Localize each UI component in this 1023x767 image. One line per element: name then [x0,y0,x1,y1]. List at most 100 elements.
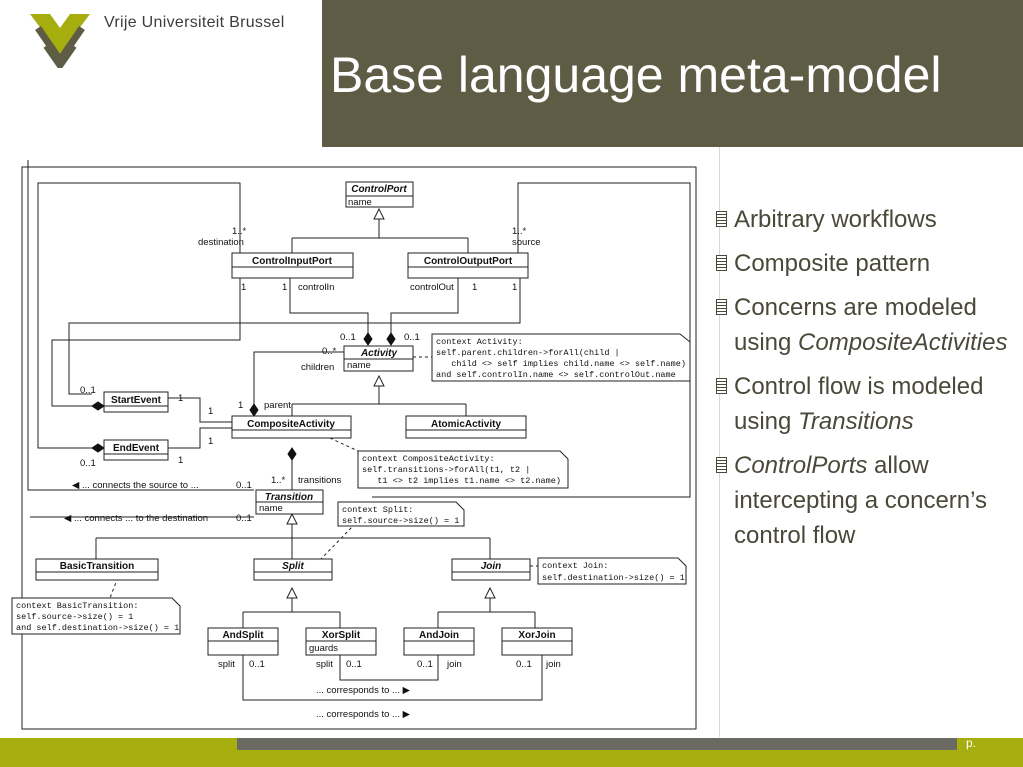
label-start-one-b: 1 [208,406,213,417]
label-start-zero-one: 0..1 [80,385,96,396]
label-corresponds-1: ... corresponds to ... ▶ [316,685,411,696]
basictransition-name: BasicTransition [60,561,134,572]
label-join-b: join [545,659,561,670]
label-parent-one: 1 [238,400,243,411]
controlport-attr: name [348,197,372,208]
note-split-line-1: context Split: [342,505,413,515]
transition-attr: name [259,503,283,514]
compositeactivity-name: CompositeActivity [247,419,335,430]
label-in-one-b: 1 [282,282,287,293]
bullet-marker-icon [716,211,727,227]
page-number: p. [966,736,977,750]
label-connects-source-mult: 0..1 [236,480,252,491]
label-control-in: controlIn [298,282,334,293]
bullet-list: Arbitrary workflows Composite pattern Co… [716,202,1021,562]
university-name: Vrije Universiteit Brussel [104,14,285,31]
label-dest-mult: 1..* [232,226,247,237]
content-divider [719,147,720,737]
note-composite-line-1: context CompositeActivity: [362,454,495,464]
label-destination: destination [198,237,244,248]
label-split-b-mult: 0..1 [346,659,362,670]
label-parent: parent [264,400,291,411]
bullet-marker-icon [716,457,727,473]
bullet-item: Arbitrary workflows [716,202,1021,237]
label-end-one: 1 [208,436,213,447]
note-basic-line-3: and self.destination->size() = 1 [16,623,179,633]
class-controlport [345,181,414,208]
label-connects-dest: ◀ ... connects ... to the destination [64,513,208,524]
xorsplit-attr: guards [309,643,338,654]
ocl-note-split [337,501,465,527]
xorjoin-name: XorJoin [518,630,555,641]
slide-title: Base language meta-model [330,47,942,103]
label-act-zero-one-a: 0..1 [340,332,356,343]
label-join-a-mult: 0..1 [417,659,433,670]
label-join-a: join [446,659,462,670]
note-activity-line-2: self.parent.children->forAll(child | [436,348,620,358]
note-activity-line-4: and self.controlIn.name <> self.controlO… [436,370,676,380]
bullet-text: allow intercepting a concern’s control f… [734,452,988,549]
label-control-out: controlOut [410,282,454,293]
label-children-mult: 0..* [322,346,337,357]
note-join-line-2: self.destination->size() = 1 [542,573,685,583]
endevent-name: EndEvent [113,443,160,454]
label-end-zero-one: 0..1 [80,458,96,469]
bullet-marker-icon [716,255,727,271]
label-transitions: transitions [298,475,342,486]
andjoin-name: AndJoin [419,630,459,641]
bullet-marker-icon [716,378,727,394]
transition-name: Transition [265,492,313,503]
bullet-text-italic: ControlPorts [734,452,868,479]
controloutputport-name: ControlOutputPort [424,256,513,267]
activity-name: Activity [360,348,398,359]
ocl-note-activity [431,333,691,382]
label-source: source [512,237,541,248]
ocl-note-basictransition [11,597,181,635]
bullet-item: Concerns are modeled using CompositeActi… [716,290,1021,360]
label-join-b-mult: 0..1 [516,659,532,670]
note-join-line-1: context Join: [542,561,608,571]
bullet-text: Control flow is modeled using [734,373,984,435]
activity-attr: name [347,360,371,371]
label-start-one: 1 [178,393,183,404]
footer-gray-bar [237,738,957,750]
bullet-text-italic: CompositeActivities [798,329,1008,356]
label-in-one-a: 1 [241,282,246,293]
note-basic-line-2: self.source->size() = 1 [16,612,133,622]
bullet-item: ControlPorts allow intercepting a concer… [716,448,1021,553]
label-act-zero-one-b: 0..1 [404,332,420,343]
label-split-a-mult: 0..1 [249,659,265,670]
join-name: Join [481,561,502,572]
label-split-a: split [218,659,235,670]
note-composite-line-3: t1 <> t2 implies t1.name <> t2.name) [362,476,561,486]
uml-metamodel-diagram: ControlPort name ControlInputPort Contro… [11,160,697,730]
label-children: children [301,362,334,373]
controlinputport-name: ControlInputPort [252,256,333,267]
label-trans-mult: 1..* [271,475,286,486]
label-corresponds-2: ... corresponds to ... ▶ [316,709,411,720]
bullet-text-italic: Transitions [798,408,914,435]
atomicactivity-name: AtomicActivity [431,419,501,430]
label-connects-dest-mult: 0..1 [236,513,252,524]
bullet-item: Composite pattern [716,246,1021,281]
controlport-name: ControlPort [351,184,407,195]
note-split-line-2: self.source->size() = 1 [342,516,459,526]
note-composite-line-2: self.transitions->forAll(t1, t2 | [362,465,530,475]
label-out-one-a: 1 [472,282,477,293]
note-activity-line-1: context Activity: [436,337,523,347]
bullet-text: Concerns are modeled using [734,294,977,356]
note-activity-line-3: child <> self implies child.name <> self… [436,359,686,369]
header-band [322,0,1023,147]
bullet-marker-icon [716,299,727,315]
andsplit-name: AndSplit [222,630,264,641]
label-end-one-b: 1 [178,455,183,466]
note-basic-line-1: context BasicTransition: [16,601,138,611]
bullet-item: Control flow is modeled using Transition… [716,369,1021,439]
ocl-note-join [537,557,687,585]
bullet-text: Composite pattern [734,250,931,277]
xorsplit-name: XorSplit [322,630,361,641]
label-source-mult: 1..* [512,226,527,237]
university-logo [30,14,90,68]
label-connects-source: ◀ ... connects the source to ... [72,480,199,491]
split-name: Split [282,561,304,572]
